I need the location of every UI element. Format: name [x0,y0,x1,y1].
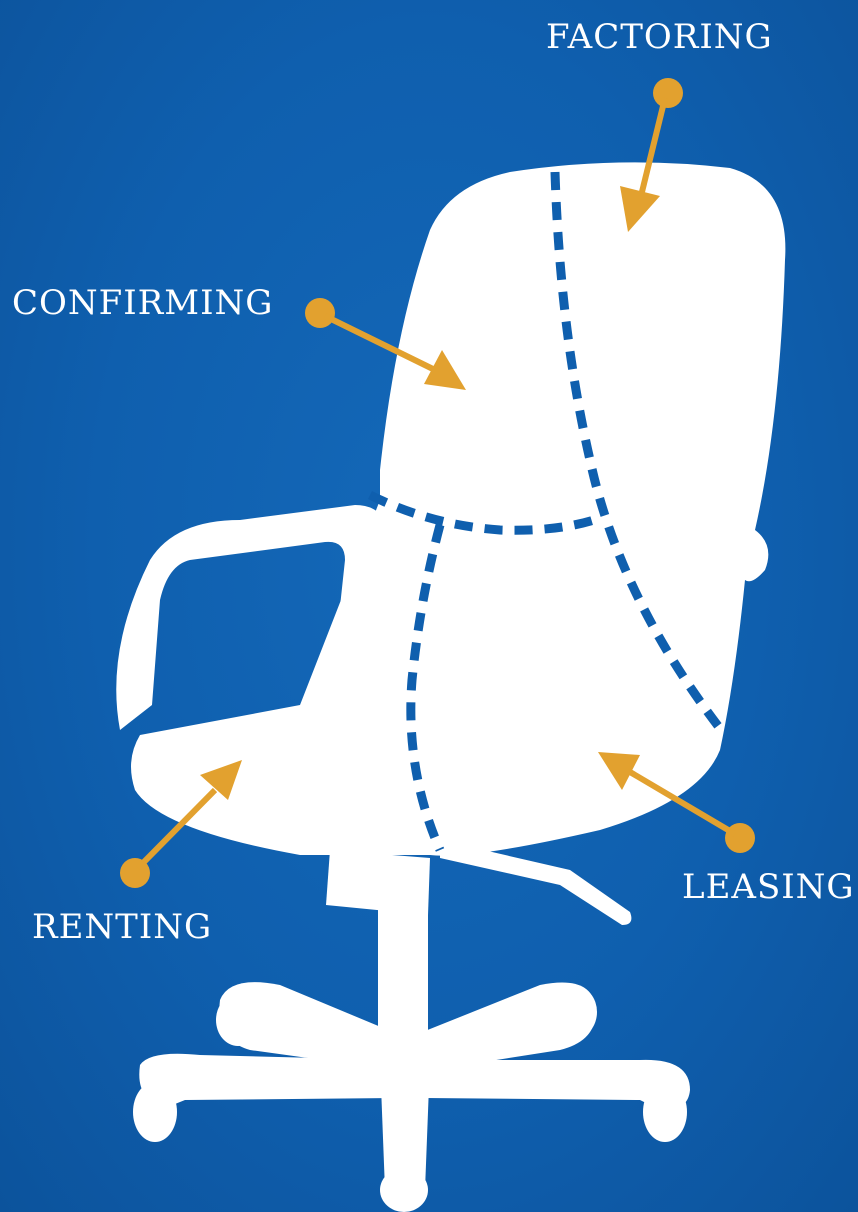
chair-armrest [116,505,390,730]
caster-back-left [216,994,260,1046]
label-leasing: LEASING [682,870,855,904]
caster-back-right [553,986,597,1038]
label-renting: RENTING [32,910,212,944]
caster-front [380,1168,428,1212]
chair-body [131,162,785,855]
label-confirming: CONFIRMING [12,286,273,320]
caster-left [133,1082,177,1142]
caster-right [643,1082,687,1142]
chair-leg-front-left [139,1054,395,1108]
factoring-pointer-dot [653,78,683,108]
confirming-pointer-dot [305,298,335,328]
chair-mechanism [326,850,430,915]
label-factoring: FACTORING [546,20,773,54]
